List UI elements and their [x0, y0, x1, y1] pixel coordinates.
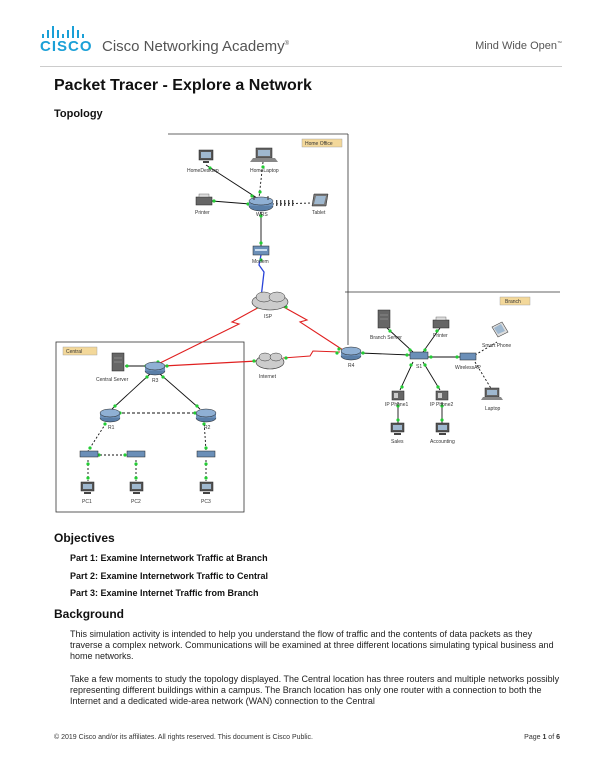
svg-text:Printer: Printer: [195, 210, 210, 216]
svg-text:IP Phone2: IP Phone2: [430, 402, 453, 408]
svg-text:Branch Server: Branch Server: [370, 335, 402, 341]
svg-text:Accounting: Accounting: [430, 439, 455, 445]
svg-text:Internet: Internet: [259, 374, 277, 380]
svg-text:WirelessAP: WirelessAP: [455, 365, 482, 371]
svg-text:Printer: Printer: [433, 333, 448, 339]
accounting-pc: Accounting: [430, 422, 455, 445]
branch-label: Branch: [505, 299, 521, 305]
router-r2: R2: [195, 408, 217, 431]
wrs-router: WRS: [248, 196, 274, 218]
wireless-ap: WirelessAP: [455, 352, 482, 371]
header-divider: [40, 66, 562, 67]
svg-text:Smart Phone: Smart Phone: [482, 343, 511, 349]
tablet: Tablet: [311, 193, 329, 216]
svg-text:IP Phone1: IP Phone1: [385, 402, 408, 408]
svg-text:HomeDesktop: HomeDesktop: [187, 168, 219, 174]
wireless-signal-icon: [276, 200, 294, 206]
svg-text:PC3: PC3: [201, 499, 211, 505]
branch-laptop: Laptop: [481, 387, 503, 412]
svg-text:Modem: Modem: [252, 259, 269, 265]
objective-part-3: Part 3: Examine Internet Traffic from Br…: [70, 588, 259, 598]
background-paragraph-1: This simulation activity is intended to …: [70, 629, 554, 661]
svg-text:HomeLaptop: HomeLaptop: [250, 168, 279, 174]
topology-diagram: Home Office Branch Central: [55, 133, 560, 513]
tagline: Mind Wide Open™: [475, 40, 562, 52]
internet-cloud: Internet: [255, 352, 285, 380]
switch-s1: S1: [409, 351, 429, 370]
topology-heading: Topology: [54, 108, 103, 120]
svg-text:S1: S1: [416, 364, 422, 370]
router-r3: R3: [144, 361, 166, 384]
background-heading: Background: [54, 607, 125, 621]
page-header: CISCO Cisco Networking Academy® Mind Wid…: [40, 26, 562, 58]
svg-text:PC2: PC2: [131, 499, 141, 505]
ip-phone1: IP Phone1: [385, 390, 408, 408]
central-label: Central: [66, 349, 82, 355]
modem: Modem: [252, 245, 270, 265]
cisco-logo: CISCO: [40, 26, 93, 55]
svg-text:WRS: WRS: [256, 212, 268, 218]
svg-text:Central Server: Central Server: [96, 377, 129, 383]
svg-text:R3: R3: [152, 378, 159, 384]
svg-text:R4: R4: [348, 363, 355, 369]
home-office-label: Home Office: [305, 141, 333, 147]
svg-text:Sales: Sales: [391, 439, 404, 445]
pc1: PC1: [80, 481, 95, 505]
home-desktop: HomeDesktop: [187, 149, 219, 174]
svg-text:PC1: PC1: [82, 499, 92, 505]
objective-part-2: Part 2: Examine Internetwork Traffic to …: [70, 571, 269, 581]
page-title: Packet Tracer - Explore a Network: [54, 77, 312, 94]
svg-text:ISP: ISP: [264, 314, 273, 320]
footer-copyright: © 2019 Cisco and/or its affiliates. All …: [54, 734, 313, 741]
router-r1: R1: [99, 408, 121, 431]
router-r4: R4: [340, 346, 362, 369]
sales-pc: Sales: [390, 422, 405, 445]
smart-phone: Smart Phone: [482, 321, 511, 349]
svg-text:Laptop: Laptop: [485, 406, 501, 412]
svg-text:R1: R1: [108, 425, 115, 431]
link-status-dots: [86, 165, 459, 480]
branch-printer: Printer: [432, 316, 450, 339]
isp-cloud: ISP: [251, 291, 289, 320]
home-office-zone: Home Office: [168, 133, 349, 345]
svg-text:Tablet: Tablet: [312, 210, 326, 216]
pc2: PC2: [129, 481, 144, 505]
central-switches: [79, 450, 216, 458]
objective-part-1: Part 1: Examine Internetwork Traffic at …: [70, 553, 268, 563]
academy-name: Cisco Networking Academy®: [102, 38, 289, 55]
ip-phone2: IP Phone2: [430, 390, 453, 408]
background-paragraph-2: Take a few moments to study the topology…: [70, 674, 560, 706]
footer-page-number: Page 1 of 6: [524, 734, 560, 741]
objectives-heading: Objectives: [54, 531, 115, 545]
central-server: Central Server: [96, 352, 129, 383]
svg-text:R2: R2: [204, 425, 211, 431]
branch-server: Branch Server: [370, 309, 402, 341]
cisco-bridge-icon: [42, 26, 93, 38]
branch-zone: Branch: [345, 291, 560, 306]
home-laptop: HomeLaptop: [250, 147, 279, 174]
printer: Printer: [195, 193, 213, 216]
pc3: PC3: [199, 481, 214, 505]
cisco-wordmark: CISCO: [40, 38, 93, 55]
central-zone: Central: [55, 341, 245, 513]
